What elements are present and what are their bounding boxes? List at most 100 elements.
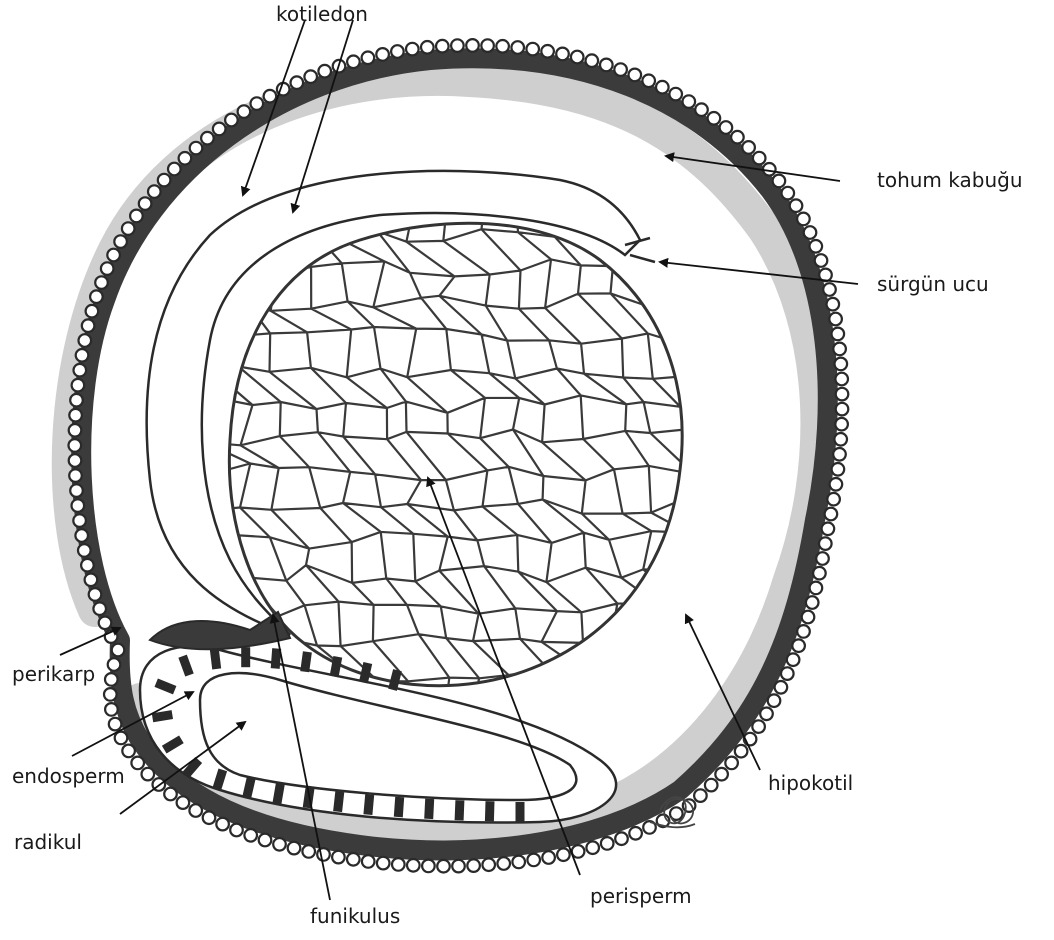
pericarp-bead bbox=[725, 757, 738, 770]
pericarp-bead bbox=[615, 832, 628, 845]
endosperm-stripe bbox=[334, 657, 338, 677]
pericarp-bead bbox=[259, 834, 272, 847]
label-radikul: radikul bbox=[14, 830, 82, 854]
pericarp-bead bbox=[107, 249, 120, 262]
pericarp-bead bbox=[225, 114, 238, 127]
endosperm-stripe bbox=[459, 800, 460, 820]
pericarp-bead bbox=[452, 860, 465, 873]
pericarp-bead bbox=[273, 838, 286, 851]
pericarp-bead bbox=[190, 142, 203, 155]
pericarp-bead bbox=[810, 582, 823, 595]
pericarp-bead bbox=[742, 141, 755, 154]
pericarp-bead bbox=[829, 313, 842, 326]
pericarp-bead bbox=[78, 544, 91, 557]
pericarp-bead bbox=[90, 290, 103, 303]
pericarp-bead bbox=[735, 745, 748, 758]
pericarp-bead bbox=[695, 103, 708, 116]
pericarp-bead bbox=[109, 718, 122, 731]
pericarp-bead bbox=[822, 523, 835, 536]
pericarp-bead bbox=[291, 76, 304, 89]
pericarp-bead bbox=[819, 537, 832, 550]
pericarp-bead bbox=[70, 394, 83, 407]
pericarp-bead bbox=[775, 681, 788, 694]
pericarp-bead bbox=[85, 574, 98, 587]
pericarp-bead bbox=[376, 48, 389, 61]
pericarp-bead bbox=[832, 463, 845, 476]
pericarp-bead bbox=[318, 65, 331, 78]
pericarp-bead bbox=[93, 602, 106, 615]
pericarp-bead bbox=[122, 222, 135, 235]
endosperm-stripe bbox=[338, 792, 340, 812]
endosperm-stripe bbox=[275, 649, 277, 669]
pericarp-bead bbox=[816, 552, 829, 565]
pericarp-bead bbox=[586, 841, 599, 854]
endosperm-stripe bbox=[217, 770, 223, 789]
pericarp-bead bbox=[250, 97, 263, 110]
pericarp-bead bbox=[601, 837, 614, 850]
pericarp-bead bbox=[99, 617, 112, 630]
pericarp-bead bbox=[72, 499, 85, 512]
pericarp-bead bbox=[130, 210, 143, 223]
pericarp-bead bbox=[752, 720, 765, 733]
pericarp-bead bbox=[806, 596, 819, 609]
pericarp-bead bbox=[112, 644, 125, 657]
pericarp-bead bbox=[216, 818, 229, 831]
pericarp-bead bbox=[230, 824, 243, 837]
pericarp-bead bbox=[694, 789, 707, 802]
pericarp-bead bbox=[69, 454, 82, 467]
pericarp-bead bbox=[76, 349, 89, 362]
endosperm-stripe bbox=[277, 783, 280, 803]
pericarp-bead bbox=[825, 508, 838, 521]
pericarp-bead bbox=[804, 226, 817, 239]
pericarp-bead bbox=[288, 842, 301, 855]
pericarp-bead bbox=[302, 845, 315, 858]
pericarp-bead bbox=[614, 63, 627, 76]
label-tohum-kabugu: tohum kabuğu bbox=[877, 168, 1023, 192]
pericarp-bead bbox=[81, 559, 94, 572]
pericarp-bead bbox=[362, 855, 375, 868]
pericarp-bead bbox=[101, 262, 114, 275]
pericarp-bead bbox=[731, 131, 744, 144]
label-perisperm: perisperm bbox=[590, 884, 692, 908]
pericarp-bead bbox=[572, 845, 585, 858]
pericarp-bead bbox=[797, 213, 810, 226]
pericarp-bead bbox=[179, 152, 192, 165]
pericarp-bead bbox=[142, 768, 155, 781]
pericarp-bead bbox=[114, 235, 127, 248]
pericarp-bead bbox=[753, 152, 766, 165]
pericarp-bead bbox=[347, 56, 360, 69]
endosperm-stripe bbox=[393, 670, 398, 689]
pericarp-bead bbox=[629, 827, 642, 840]
pericarp-bead bbox=[105, 673, 118, 686]
pericarp-bead bbox=[82, 319, 95, 332]
pericarp-bead bbox=[177, 796, 190, 809]
pericarp-bead bbox=[89, 588, 102, 601]
pericarp-bead bbox=[362, 52, 375, 65]
pericarp-bead bbox=[813, 567, 826, 580]
pericarp-bead bbox=[421, 41, 434, 54]
pericarp-bead bbox=[835, 373, 848, 386]
pericarp-bead bbox=[556, 48, 569, 61]
pericarp-bead bbox=[810, 240, 823, 253]
pericarp-bead bbox=[511, 41, 524, 54]
funiculus-tissue bbox=[150, 612, 290, 649]
pericarp-bead bbox=[451, 39, 464, 52]
pericarp-bead bbox=[115, 732, 128, 745]
pericarp-bead bbox=[332, 851, 345, 864]
endosperm-stripe bbox=[368, 795, 370, 815]
pericarp-bead bbox=[213, 123, 226, 136]
pericarp-bead bbox=[571, 51, 584, 64]
pericarp-bead bbox=[720, 121, 733, 134]
pericarp-bead bbox=[781, 667, 794, 680]
endosperm-stripe bbox=[247, 778, 252, 798]
pericarp-bead bbox=[708, 112, 721, 125]
pericarp-bead bbox=[768, 694, 781, 707]
endosperm-stripe bbox=[363, 663, 367, 683]
pericarp-bead bbox=[833, 343, 846, 356]
pericarp-bead bbox=[158, 174, 171, 187]
pericarp-bead bbox=[827, 493, 840, 506]
pericarp-bead bbox=[86, 305, 99, 318]
pericarp-bead bbox=[203, 811, 216, 824]
endosperm-stripe bbox=[214, 649, 216, 669]
